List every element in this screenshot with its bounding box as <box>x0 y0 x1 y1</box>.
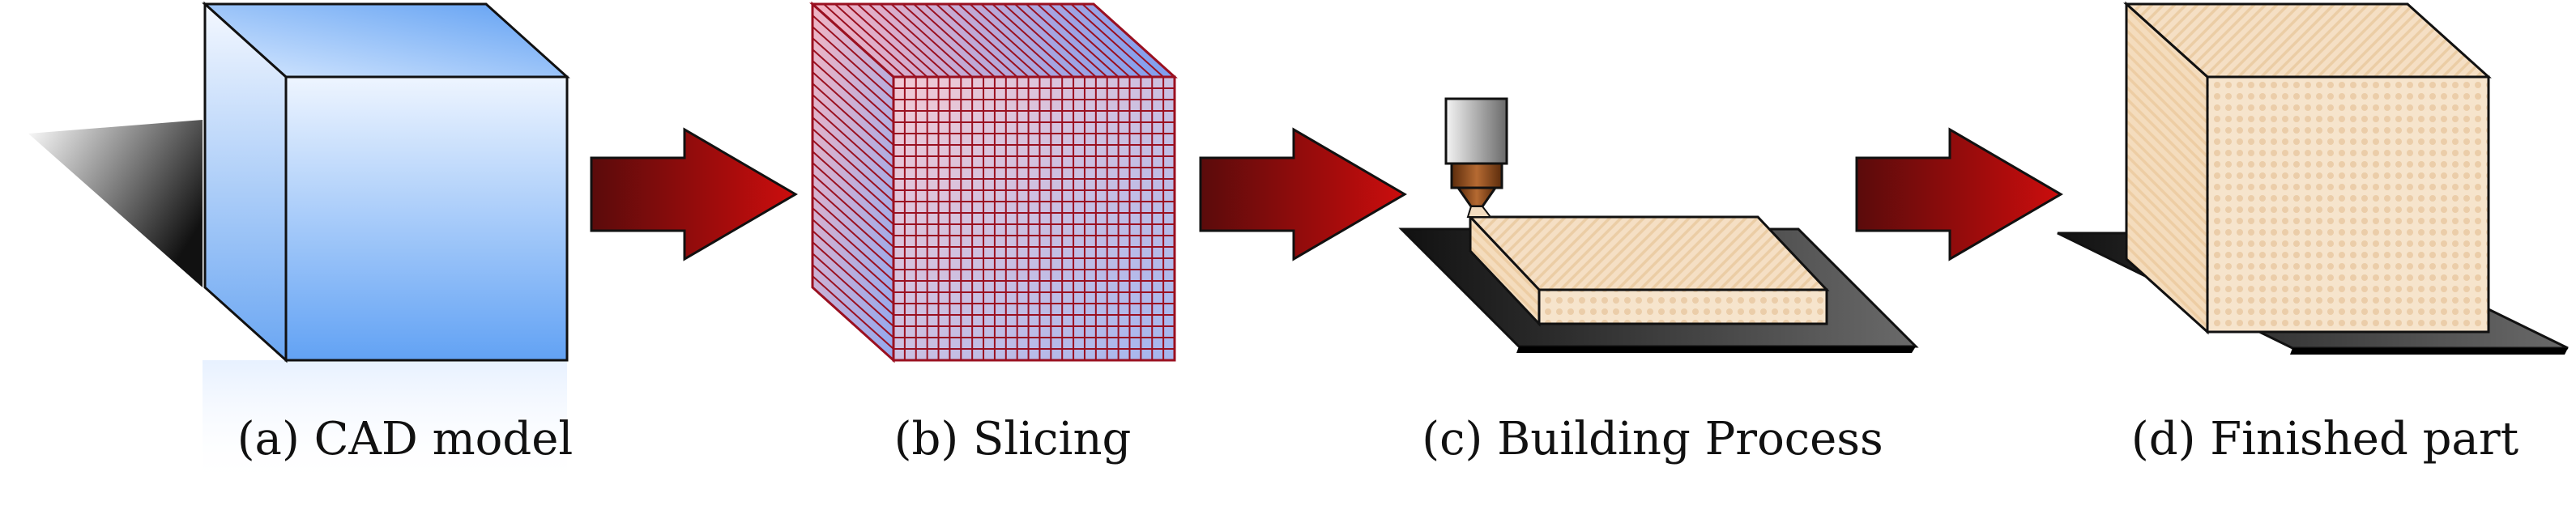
slice-layer-line <box>1081 3 1164 78</box>
nozzle-heater <box>1450 162 1503 189</box>
slice-layer-line <box>812 105 894 180</box>
slice-layer-line <box>812 162 894 236</box>
slice-layer-line <box>1047 3 1131 78</box>
slice-layer-line <box>913 3 996 78</box>
slice-layer-line <box>1003 3 1085 78</box>
slice-layer-line <box>812 49 894 123</box>
slice-layer-line <box>946 3 1030 78</box>
slice-layer-line <box>812 173 894 248</box>
slice-layer-line <box>812 26 894 100</box>
build-plate-edge <box>1516 346 1916 353</box>
slice-layer-line <box>812 275 894 350</box>
slice-layer-line <box>1070 3 1153 78</box>
slice-layer-line <box>812 219 894 293</box>
slice-layer-line <box>812 264 894 338</box>
cad-model-cube-icon <box>28 1 570 486</box>
slice-layer-line <box>812 128 894 202</box>
arrow-right-icon <box>1199 127 1407 261</box>
slice-layer-line <box>812 151 894 225</box>
printer-nozzle-icon <box>1398 97 1919 353</box>
cube-shadow <box>28 120 203 287</box>
print-head <box>1444 97 1508 165</box>
slice-layer-line <box>812 185 894 259</box>
slice-layer-line <box>856 3 940 78</box>
printed-part-front <box>1537 288 1828 325</box>
slice-layer-line <box>1026 3 1108 78</box>
slice-layer-line <box>1014 3 1097 78</box>
finished-build-plate-edge <box>2290 348 2568 355</box>
slice-layer-line <box>823 3 906 78</box>
slice-layer-line <box>812 196 894 270</box>
slice-layer-line <box>1059 3 1142 78</box>
slice-layer-line <box>812 207 894 282</box>
sliced-cube-icon <box>809 1 1178 363</box>
slice-layer-line <box>812 94 894 168</box>
slice-layer-line <box>812 253 894 327</box>
slice-layer-line <box>812 230 894 304</box>
slice-layer-line <box>902 3 984 78</box>
slice-layer-line <box>812 15 894 89</box>
caption-cad-model: (a) CAD model <box>237 413 574 465</box>
slice-layer-line <box>980 3 1063 78</box>
slice-layer-line <box>890 3 973 78</box>
slice-layer-line <box>992 3 1074 78</box>
slice-layer-line <box>936 3 1018 78</box>
slice-layer-line <box>812 241 894 316</box>
slice-layer-line <box>845 3 928 78</box>
slice-layer-line <box>879 3 962 78</box>
finished-front-face <box>2206 75 2490 334</box>
slice-layer-line <box>1036 3 1120 78</box>
slice-layer-line <box>924 3 1007 78</box>
caption-finished-part: (d) Finished part <box>2130 413 2519 465</box>
slice-layer-line <box>812 117 894 191</box>
slice-layer-line <box>812 37 894 112</box>
arrow-right-icon <box>1855 127 2063 261</box>
slice-layer-line <box>969 3 1051 78</box>
cube-reflection <box>203 360 567 486</box>
caption-building-process: (c) Building Process <box>1422 413 1883 465</box>
slice-layer-line <box>812 139 894 214</box>
caption-slicing: (b) Slicing <box>893 413 1132 465</box>
slice-layer-line <box>812 60 894 134</box>
slice-layer-line <box>957 3 1041 78</box>
slice-layer-line <box>868 3 951 78</box>
nozzle-tip <box>1456 186 1498 208</box>
finished-cube-icon <box>2057 1 2569 355</box>
extruded-filament <box>1466 206 1493 218</box>
slice-layer-line <box>812 71 894 146</box>
cube-front-face <box>284 75 569 362</box>
slice-layer-line <box>812 83 894 157</box>
arrow-right-icon <box>590 127 798 261</box>
sliced-front-face <box>892 75 1176 362</box>
slice-layer-line <box>834 3 917 78</box>
